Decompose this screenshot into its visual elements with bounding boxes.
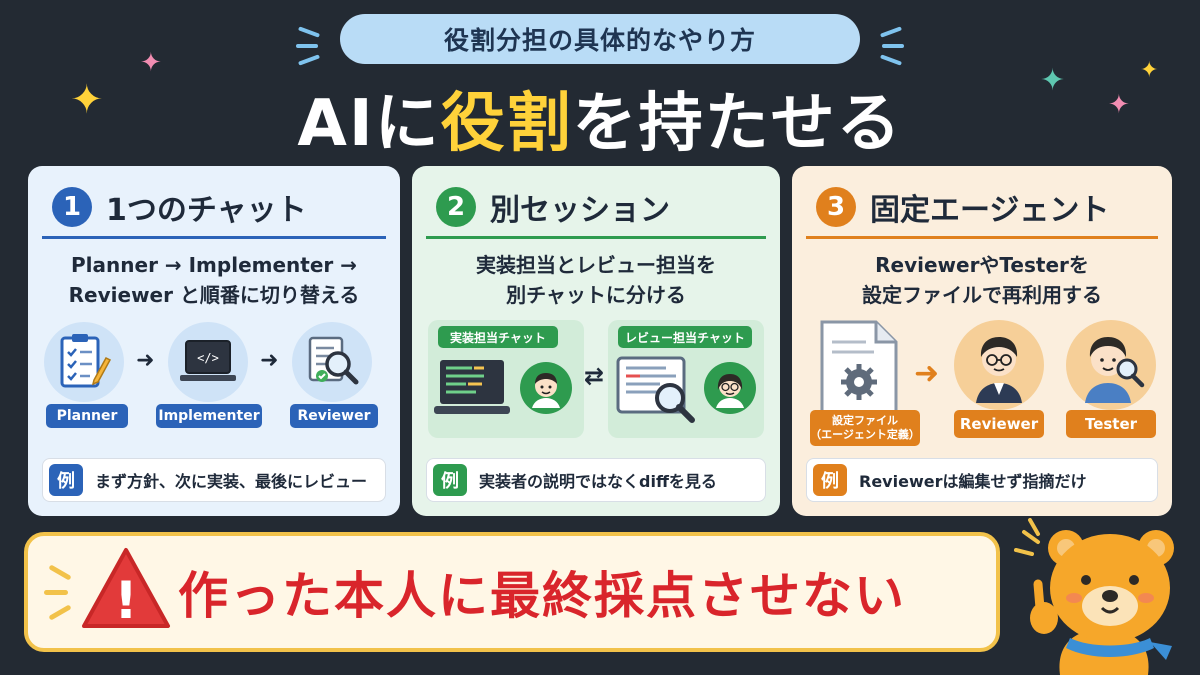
section-pill: 役割分担の具体的なやり方: [340, 14, 860, 64]
flow-arrow-icon: ➜: [914, 356, 940, 391]
warning-banner: ! 作った本人に最終採点させない: [24, 532, 1000, 652]
implementer-figure: </>: [168, 322, 248, 402]
page-title: AIに役割を持たせる: [150, 70, 1050, 166]
card-description: 実装担当とレビュー担当を 別チャットに分ける: [476, 253, 716, 307]
example-tag: 例: [433, 464, 467, 496]
checklist-icon: [60, 334, 112, 388]
example-text: 実装者の説明ではなくdiffを見る: [479, 472, 717, 491]
card-number: 1: [52, 187, 92, 227]
card-single-chat: 1 1つのチャット Planner → Implementer → Review…: [28, 166, 400, 516]
title-highlight: 役割: [440, 87, 573, 161]
sparkle-icon: ✦: [1040, 63, 1066, 98]
accent-dash: [48, 564, 72, 581]
card-title: 1つのチャット: [106, 193, 307, 228]
document-gear-icon: [820, 320, 898, 416]
title-part-1: AIに: [297, 87, 441, 161]
sparkle-icon: ✦: [1140, 58, 1159, 83]
example-box: 例 まず方針、次に実装、最後にレビュー: [42, 458, 386, 502]
accent-dash: [879, 26, 903, 38]
bear-mascot-icon: [1014, 518, 1174, 675]
accent-dash: [297, 54, 321, 66]
title-part-2: を持たせる: [572, 87, 903, 161]
chat-label: 実装担当チャット: [438, 326, 558, 348]
role-label-tester: Tester: [1066, 410, 1156, 438]
card-description: Planner → Implementer → Reviewer と順番に切り替…: [68, 253, 360, 307]
example-text: Reviewerは編集せず指摘だけ: [859, 472, 1087, 491]
sparkle-icon: ✦: [140, 48, 162, 78]
accent-dash: [879, 54, 903, 66]
accent-dash: [48, 604, 72, 621]
sparkle-icon: ✦: [70, 77, 104, 123]
svg-text:</>: </>: [197, 351, 219, 365]
reviewer-agent-avatar: [954, 320, 1044, 410]
bidirectional-arrow-icon: ⇄: [584, 362, 605, 390]
card-title: 固定エージェント: [870, 193, 1110, 228]
accent-dash: [297, 26, 321, 38]
card-separate-session: 2 別セッション 実装担当とレビュー担当を 別チャットに分ける 実装担当チャット…: [412, 166, 780, 516]
laptop-code-icon: </>: [180, 340, 236, 381]
flow-arrow-icon: ➜: [260, 348, 279, 373]
implementation-chat-panel: 実装担当チャット: [428, 320, 584, 438]
magnifier-icon: [308, 336, 359, 385]
planner-figure: [44, 322, 124, 402]
review-chat-panel: レビュー担当チャット: [608, 320, 764, 438]
config-file-label: 設定ファイル （エージェント定義）: [810, 410, 920, 446]
flow-arrow-icon: ➜: [136, 348, 155, 373]
card-heading: 2 別セッション: [426, 178, 766, 239]
role-label-reviewer: Reviewer: [954, 410, 1044, 438]
sparkle-icon: ✦: [1108, 90, 1130, 120]
laptop-code-icon: [434, 360, 510, 414]
accent-dash: [44, 590, 68, 595]
card-description: ReviewerやTesterを 設定ファイルで再利用する: [862, 253, 1102, 307]
card-fixed-agent: 3 固定エージェント ReviewerやTesterを 設定ファイルで再利用する…: [792, 166, 1172, 516]
example-tag: 例: [813, 464, 847, 496]
warning-icon: !: [82, 548, 170, 631]
avatar-icon: [1085, 337, 1145, 403]
accent-dash: [882, 44, 904, 48]
avatar-icon: [704, 362, 756, 414]
card-number: 3: [816, 187, 856, 227]
reviewer-figure: [292, 322, 372, 402]
magnifier-icon: [616, 356, 695, 423]
example-tag: 例: [49, 464, 83, 496]
role-label-reviewer: Reviewer: [290, 404, 378, 428]
example-box: 例 Reviewerは編集せず指摘だけ: [806, 458, 1158, 502]
avatar-icon: [976, 337, 1022, 403]
role-label-implementer: Implementer: [156, 404, 262, 428]
example-text: まず方針、次に実装、最後にレビュー: [95, 472, 368, 491]
card-title: 別セッション: [490, 193, 670, 228]
chat-label: レビュー担当チャット: [618, 326, 752, 348]
card-heading: 1 1つのチャット: [42, 178, 386, 239]
card-number: 2: [436, 187, 476, 227]
tester-agent-avatar: [1066, 320, 1156, 410]
svg-text:!: !: [114, 571, 138, 631]
example-box: 例 実装者の説明ではなくdiffを見る: [426, 458, 766, 502]
role-label-planner: Planner: [46, 404, 128, 428]
accent-dash: [296, 44, 318, 48]
card-heading: 3 固定エージェント: [806, 178, 1158, 239]
banner-text: 作った本人に最終採点させない: [178, 567, 906, 625]
avatar-icon: [520, 362, 572, 414]
